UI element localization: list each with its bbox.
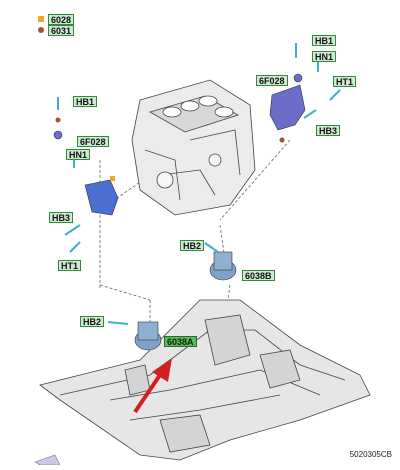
legend-swatch-6031 (38, 27, 44, 33)
callout-hn1-left: HN1 (66, 149, 91, 160)
subframe (39, 299, 371, 461)
callout-ht1-right: HT1 (333, 76, 357, 87)
view-arrow-icon (34, 454, 61, 466)
mount-6038a (107, 321, 162, 351)
left-bushing (53, 130, 63, 140)
callout-hb1-right: HB1 (312, 35, 337, 46)
callout-hb2-front: HB2 (80, 316, 105, 327)
left-nut (110, 176, 115, 181)
right-bolt-hb3 (303, 109, 317, 119)
rear-bolt-hb2 (204, 242, 219, 253)
callout-hb3-left: HB3 (49, 212, 74, 223)
right-upper-bracket (269, 84, 306, 131)
right-bushing (293, 73, 303, 83)
diagram-reference-code: 5020305CB (349, 450, 392, 459)
callout-6f028-right: 6F028 (256, 75, 288, 86)
callout-6f028-left: 6F028 (77, 136, 109, 147)
left-bolt-hb3 (64, 224, 81, 236)
callout-hb3-right: HB3 (316, 125, 341, 136)
right-stud-ht1 (329, 89, 341, 101)
callout-hb2-rear: HB2 (180, 240, 205, 251)
callout-6038a: 6038A (164, 336, 197, 347)
leader-right-to-engine (219, 139, 291, 221)
legend-6031: 6031 (48, 25, 75, 36)
callout-hn1-right: HN1 (312, 51, 337, 62)
callout-ht1-left: HT1 (58, 260, 82, 271)
engine-block (131, 79, 256, 216)
left-upper-mount (53, 97, 119, 253)
callout-6038b: 6038B (242, 270, 275, 281)
front-bolt-hb2 (107, 321, 129, 325)
mount-6038b (204, 242, 237, 281)
leader-6038b (219, 224, 226, 261)
red-arrow (133, 358, 172, 414)
callout-hb1-left: HB1 (73, 96, 98, 107)
left-mount-bracket (84, 179, 119, 216)
left-stud-ht1 (69, 241, 81, 253)
right-upper-mount (269, 43, 341, 143)
left-washer (55, 117, 61, 123)
legend-swatch-6028 (38, 16, 44, 22)
right-washer (279, 137, 285, 143)
leader-left-to-subframe (99, 284, 151, 301)
legend-6028: 6028 (48, 14, 75, 25)
